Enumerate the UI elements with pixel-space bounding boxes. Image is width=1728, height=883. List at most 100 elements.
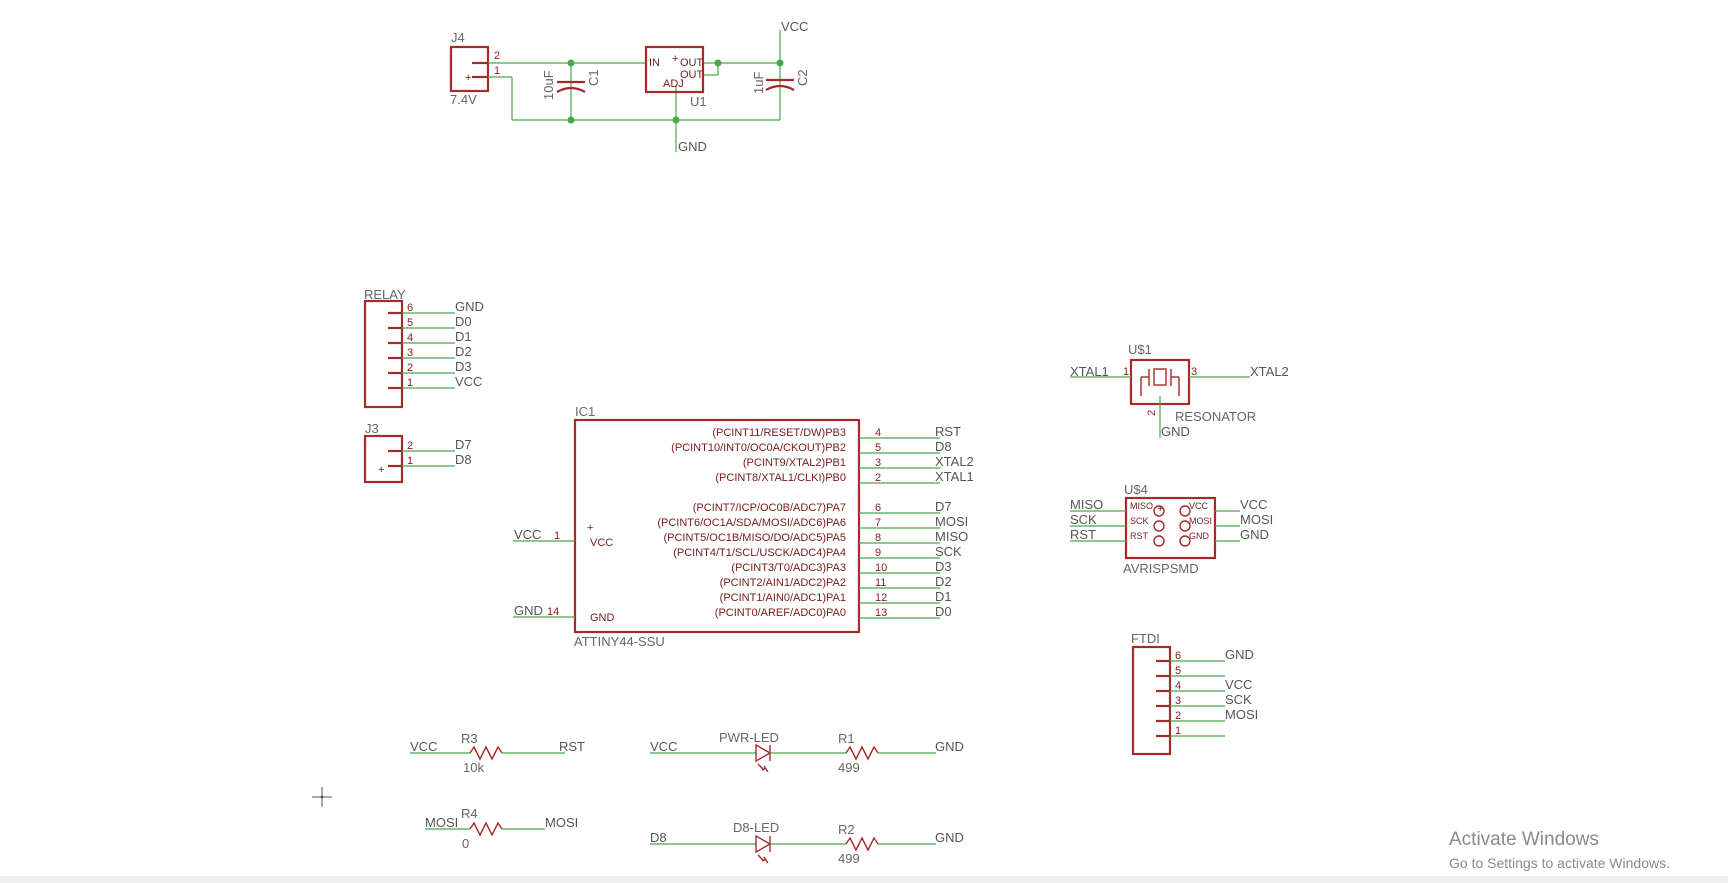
relay-pin-number: 5 xyxy=(407,317,413,329)
ftdi-pin-number: 2 xyxy=(1175,710,1181,722)
ftdi-pin-net: SCK xyxy=(1225,692,1252,707)
u1-label: U1 xyxy=(690,94,707,109)
c2-capacitor[interactable]: C2 1uF xyxy=(751,69,810,94)
svg-text:1: 1 xyxy=(554,530,560,542)
pwr-led-branch[interactable]: VCC PWR-LED R1 499 GND xyxy=(650,730,964,775)
isp-right-net: VCC xyxy=(1240,497,1267,512)
j3-pin-net: D8 xyxy=(455,452,472,467)
relay-pin-net: D0 xyxy=(455,314,472,329)
ic1-pin-net: D7 xyxy=(935,499,952,514)
svg-text:2: 2 xyxy=(1146,410,1158,416)
svg-text:+: + xyxy=(587,522,593,534)
ic1-pin-number: 6 xyxy=(875,502,881,514)
ic1-attiny44[interactable]: IC1 ATTINY44-SSU VCC 1 + VCC GND 14 GND … xyxy=(513,404,974,649)
svg-text:+: + xyxy=(465,72,471,84)
svg-text:3: 3 xyxy=(1191,366,1197,378)
ic1-pin-number: 9 xyxy=(875,547,881,559)
svg-text:14: 14 xyxy=(547,606,559,618)
u-s1-label: U$1 xyxy=(1128,342,1152,357)
ic1-pin-name: (PCINT2/AIN1/ADC2)PA2 xyxy=(720,577,846,589)
j4-connector-body[interactable] xyxy=(449,45,490,93)
svg-text:RST: RST xyxy=(559,739,585,754)
svg-text:VCC: VCC xyxy=(590,537,613,549)
j4-value: 7.4V xyxy=(450,92,477,107)
svg-text:GND: GND xyxy=(1161,424,1190,439)
svg-text:OUT: OUT xyxy=(680,69,704,81)
ftdi-pin-number: 5 xyxy=(1175,665,1181,677)
ic1-pin-name: (PCINT3/T0/ADC3)PA3 xyxy=(731,562,846,574)
crosshair-cursor-icon xyxy=(312,787,332,807)
activate-windows-subtitle: Go to Settings to activate Windows. xyxy=(1449,855,1670,871)
ftdi-pin-net: VCC xyxy=(1225,677,1252,692)
ic1-pin-number: 7 xyxy=(875,517,881,529)
c2-label: C2 xyxy=(795,69,810,86)
isp-right-pin: GND xyxy=(1189,531,1210,541)
svg-text:OUT: OUT xyxy=(680,57,704,69)
ftdi-pin-net: GND xyxy=(1225,647,1254,662)
relay-pin-net: GND xyxy=(455,299,484,314)
ic1-pin-net: D1 xyxy=(935,589,952,604)
ic1-pin-number: 13 xyxy=(875,607,887,619)
relay-pin-number: 6 xyxy=(407,302,413,314)
ic1-pin-net: MISO xyxy=(935,529,968,544)
activate-windows-title: Activate Windows xyxy=(1449,829,1599,850)
ftdi-pin-net: MOSI xyxy=(1225,707,1258,722)
ic1-pin-number: 12 xyxy=(875,592,887,604)
ic1-pin-name: (PCINT5/OC1B/MISO/DO/ADC5)PA5 xyxy=(663,532,846,544)
relay-pin-net: D3 xyxy=(455,359,472,374)
ftdi-label: FTDI xyxy=(1131,631,1160,646)
d8-led-label: D8-LED xyxy=(733,820,779,835)
svg-text:GND: GND xyxy=(935,739,964,754)
power-section: + J4 7.4V 2 1 C1 10uF IN + xyxy=(449,19,810,154)
ftdi-pin-number: 4 xyxy=(1175,680,1181,692)
svg-text:VCC: VCC xyxy=(650,739,677,754)
relay-pin-net: VCC xyxy=(455,374,482,389)
ic1-pin-number: 5 xyxy=(875,442,881,454)
c1-capacitor[interactable]: C1 10uF xyxy=(541,69,601,100)
c1-label: C1 xyxy=(586,69,601,86)
status-strip xyxy=(0,876,1728,883)
ic1-pin-name: (PCINT7/ICP/OC0B/ADC7)PA7 xyxy=(693,502,846,514)
svg-text:+: + xyxy=(1157,503,1163,515)
svg-text:MOSI: MOSI xyxy=(425,815,458,830)
svg-text:VCC: VCC xyxy=(514,527,541,542)
ic1-pin-name: (PCINT9/XTAL2)PB1 xyxy=(743,457,846,469)
relay-pin-number: 2 xyxy=(407,362,413,374)
r1-label: R1 xyxy=(838,731,855,746)
svg-text:2: 2 xyxy=(494,50,500,62)
ic1-value: ATTINY44-SSU xyxy=(574,634,665,649)
svg-text:ADJ: ADJ xyxy=(663,78,684,90)
j3-label: J3 xyxy=(365,421,379,436)
svg-text:GND: GND xyxy=(514,603,543,618)
xtal1-net-label: XTAL1 xyxy=(1070,364,1109,379)
svg-text:VCC: VCC xyxy=(410,739,437,754)
ic1-pin-name: (PCINT10/INT0/OC0A/CKOUT)PB2 xyxy=(671,442,846,454)
r3-label: R3 xyxy=(461,731,478,746)
gnd-net-label: GND xyxy=(678,139,707,154)
u-s1-resonator[interactable]: U$1 1 3 2 XTAL1 XTAL2 RESONATOR GND xyxy=(1070,342,1289,439)
ic1-pin-number: 4 xyxy=(875,427,881,439)
ic1-pin-number: 3 xyxy=(875,457,881,469)
relay-pin-number: 1 xyxy=(407,377,413,389)
isp-left-pin: SCK xyxy=(1130,516,1149,526)
svg-text:MOSI: MOSI xyxy=(545,815,578,830)
r4-resistor[interactable]: MOSI R4 0 MOSI xyxy=(425,806,578,851)
isp-left-pin: MISO xyxy=(1130,501,1153,511)
relay-pin-net: D2 xyxy=(455,344,472,359)
r3-resistor[interactable]: VCC R3 10k RST xyxy=(410,731,585,775)
svg-text:IN: IN xyxy=(649,57,660,69)
u1-regulator[interactable]: IN + OUT OUT ADJ U1 xyxy=(644,45,707,109)
isp-right-net: GND xyxy=(1240,527,1269,542)
r4-value: 0 xyxy=(462,836,469,851)
r2-value: 499 xyxy=(838,851,860,866)
ftdi-pin-number: 1 xyxy=(1175,725,1181,737)
relay-pin-net: D1 xyxy=(455,329,472,344)
isp-left-pin: RST xyxy=(1130,531,1149,541)
ic1-pin-net: D0 xyxy=(935,604,952,619)
d8-led-branch[interactable]: D8 D8-LED R2 499 GND xyxy=(650,820,964,866)
